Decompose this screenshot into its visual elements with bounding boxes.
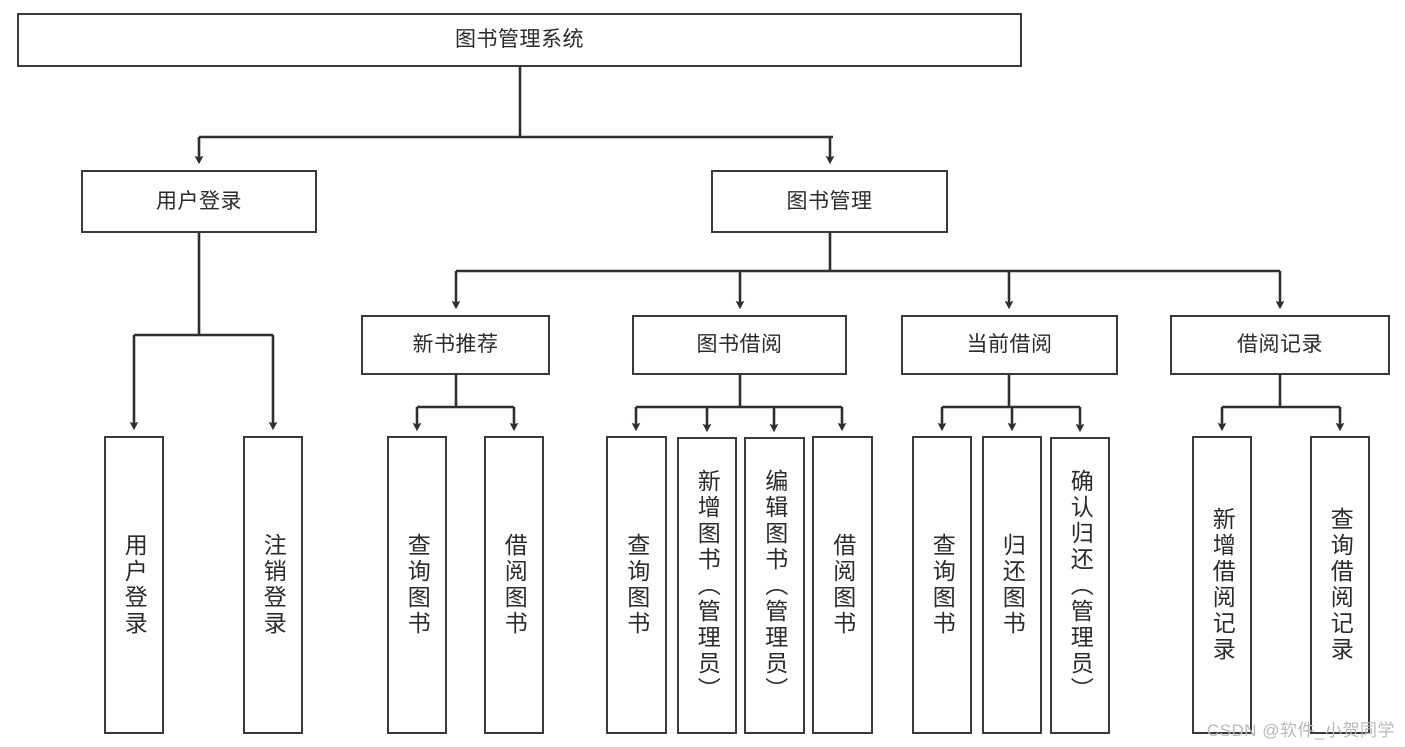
node-leaf-add-book-admin[interactable]: 新增图书（管理员） xyxy=(677,437,737,734)
node-leaf-query-book-2[interactable]: 查询图书 xyxy=(606,436,667,734)
node-leaf-add-book-admin-label: 新增图书（管理员） xyxy=(694,468,721,703)
node-leaf-confirm-return-admin-label: 确认归还（管理员） xyxy=(1067,468,1094,703)
node-leaf-query-borrow-record[interactable]: 查询借阅记录 xyxy=(1310,436,1370,734)
node-leaf-user-logout[interactable]: 注销登录 xyxy=(243,436,303,734)
node-leaf-add-borrow-record[interactable]: 新增借阅记录 xyxy=(1192,436,1252,734)
node-leaf-borrow-book-2[interactable]: 借阅图书 xyxy=(812,436,873,734)
node-new-book-recommend-label: 新书推荐 xyxy=(412,333,499,357)
node-leaf-confirm-return-admin[interactable]: 确认归还（管理员） xyxy=(1050,437,1110,734)
node-root[interactable]: 图书管理系统 xyxy=(17,13,1022,67)
node-book-borrow-label: 图书借阅 xyxy=(696,333,783,357)
node-borrow-record-label: 借阅记录 xyxy=(1237,333,1323,357)
csdn-watermark: CSDN @软件_小贺同学 xyxy=(1206,721,1395,740)
node-leaf-add-borrow-record-label: 新增借阅记录 xyxy=(1209,507,1236,663)
node-new-book-recommend[interactable]: 新书推荐 xyxy=(361,315,550,375)
node-user-login[interactable]: 用户登录 xyxy=(81,170,317,233)
node-leaf-borrow-book-1-label: 借阅图书 xyxy=(501,533,528,637)
node-book-management[interactable]: 图书管理 xyxy=(711,170,948,233)
node-root-label: 图书管理系统 xyxy=(455,28,584,52)
node-user-login-label: 用户登录 xyxy=(156,189,242,213)
node-leaf-edit-book-admin-label: 编辑图书（管理员） xyxy=(761,468,788,703)
node-leaf-return-book-label: 归还图书 xyxy=(999,533,1026,637)
node-leaf-user-logout-label: 注销登录 xyxy=(260,533,287,637)
node-leaf-query-book-1[interactable]: 查询图书 xyxy=(387,436,447,734)
node-book-management-label: 图书管理 xyxy=(786,189,873,213)
node-leaf-query-borrow-record-label: 查询借阅记录 xyxy=(1327,507,1354,663)
node-leaf-borrow-book-2-label: 借阅图书 xyxy=(829,533,856,637)
node-current-borrow[interactable]: 当前借阅 xyxy=(901,315,1118,375)
node-leaf-user-login[interactable]: 用户登录 xyxy=(104,436,164,734)
node-leaf-borrow-book-1[interactable]: 借阅图书 xyxy=(484,436,544,734)
node-leaf-query-book-1-label: 查询图书 xyxy=(404,533,431,637)
node-current-borrow-label: 当前借阅 xyxy=(966,333,1053,357)
node-leaf-query-book-2-label: 查询图书 xyxy=(623,533,650,637)
node-leaf-query-book-3-label: 查询图书 xyxy=(929,533,956,637)
node-leaf-edit-book-admin[interactable]: 编辑图书（管理员） xyxy=(744,437,805,734)
node-book-borrow[interactable]: 图书借阅 xyxy=(632,315,847,375)
node-leaf-user-login-label: 用户登录 xyxy=(121,533,148,637)
node-leaf-return-book[interactable]: 归还图书 xyxy=(982,436,1042,734)
node-leaf-query-book-3[interactable]: 查询图书 xyxy=(912,436,972,734)
node-borrow-record[interactable]: 借阅记录 xyxy=(1170,315,1390,375)
